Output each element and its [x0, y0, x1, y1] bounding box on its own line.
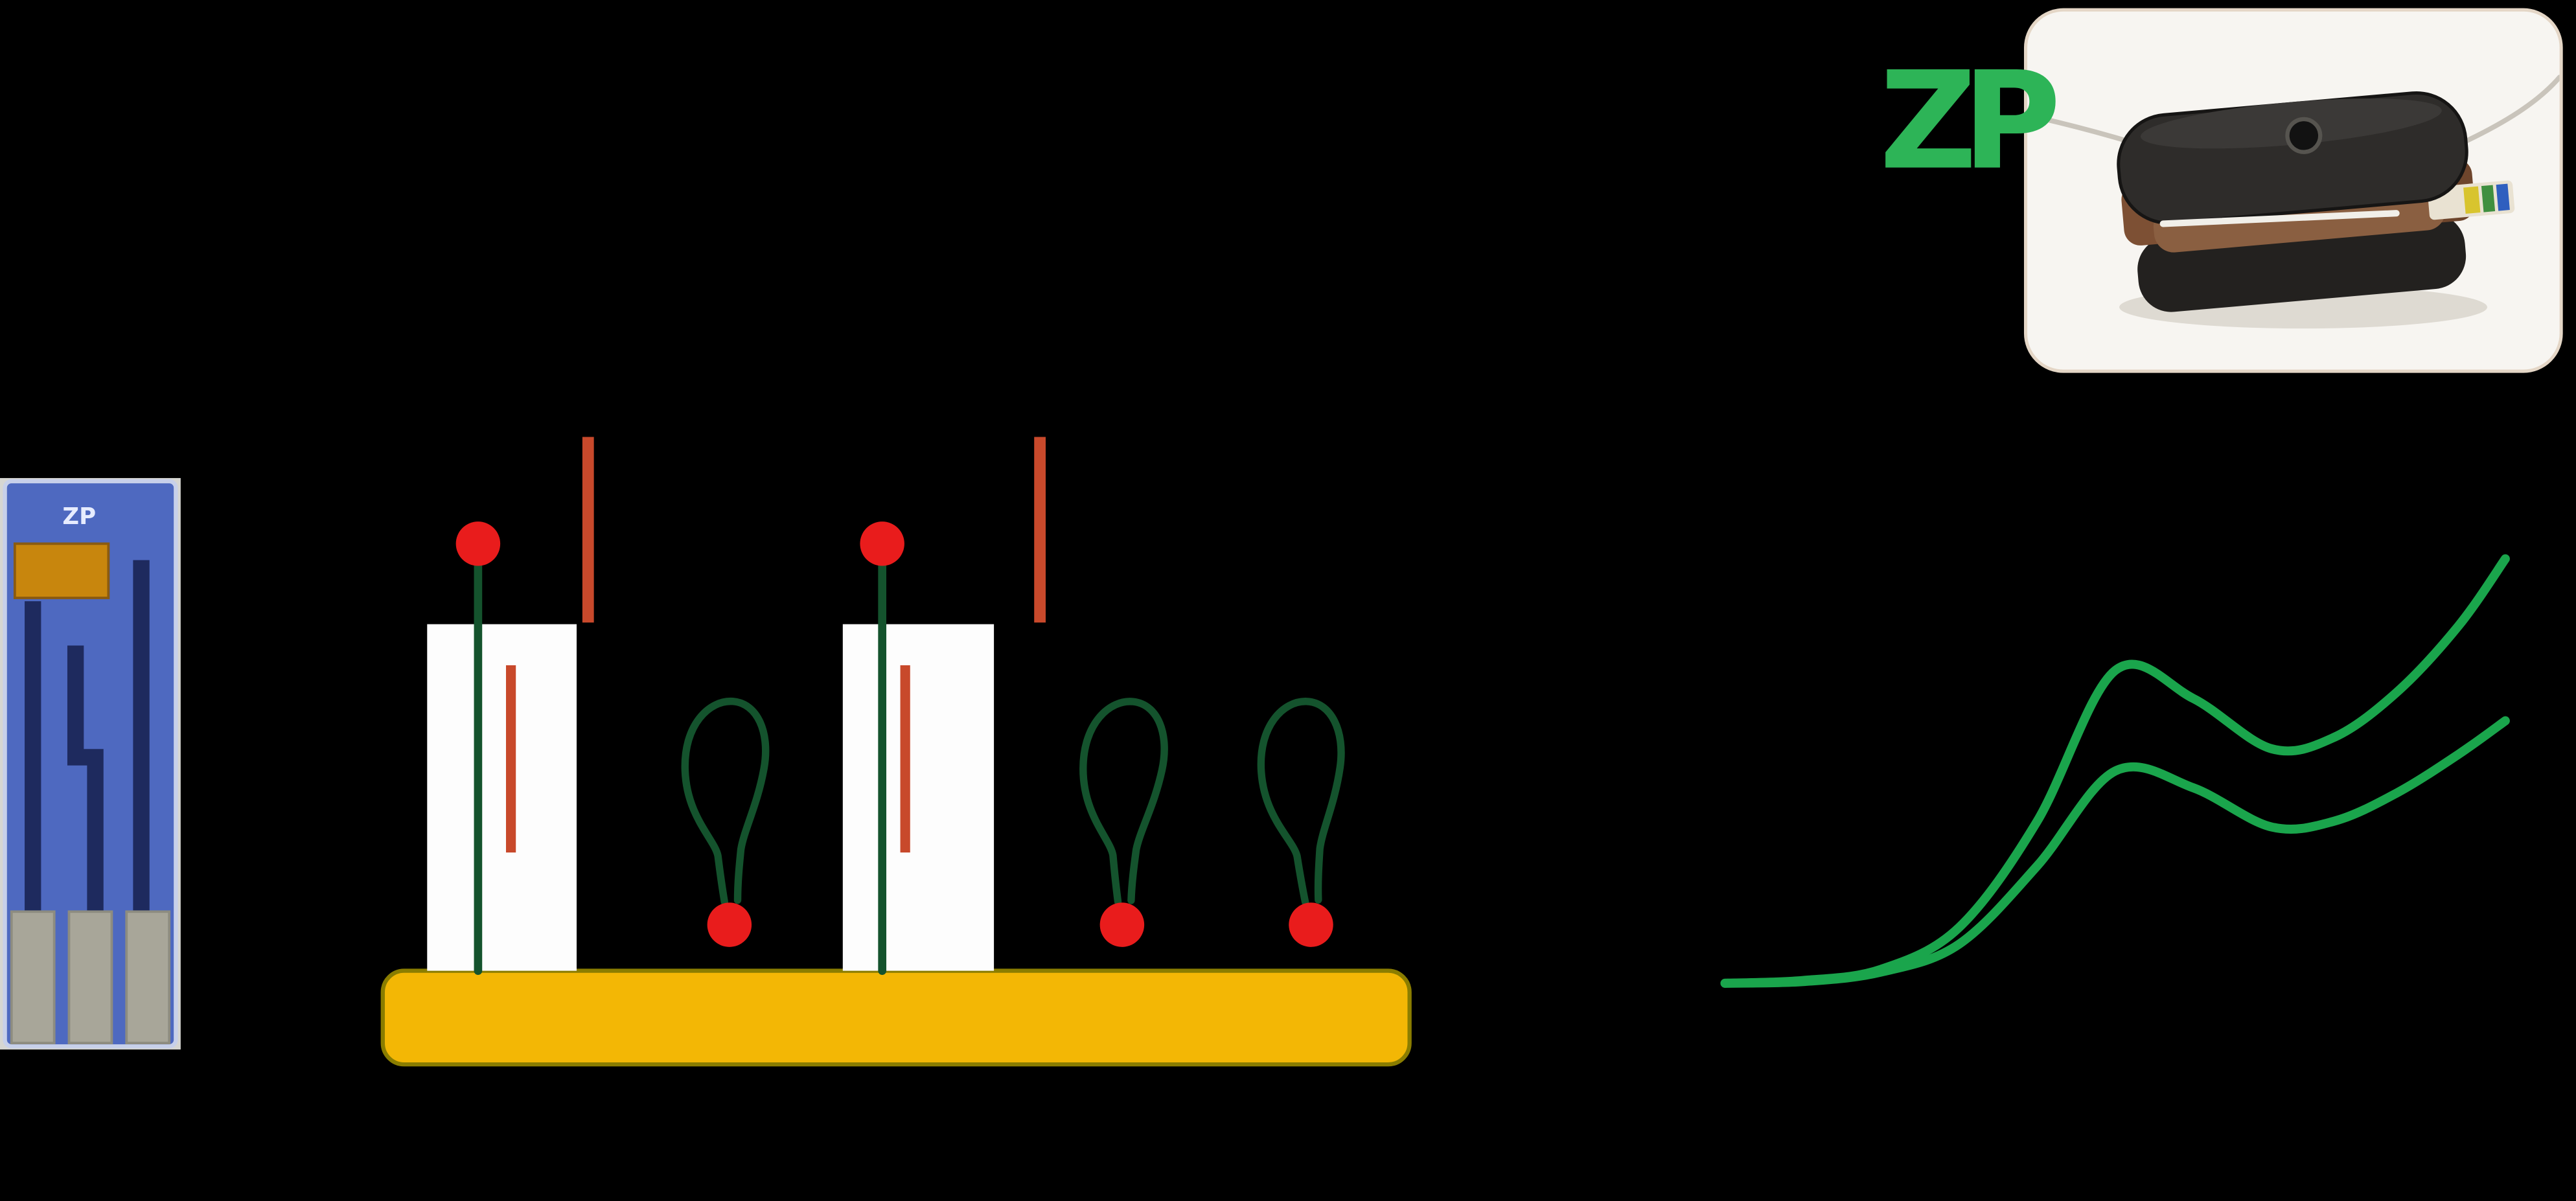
strip-pad-left: [10, 910, 56, 1045]
blocking-layer-right: [842, 624, 995, 971]
usb-cable-right: [2445, 74, 2560, 152]
hairpin-loop: [681, 698, 770, 906]
potentiostat-device: [2117, 91, 2515, 312]
reader-device-photo: [2023, 8, 2563, 373]
strip-trace-middle: [67, 645, 104, 915]
hairpin-probe-2: [1079, 698, 1168, 947]
redox-label: [455, 521, 501, 566]
test-strip-stripe-blue: [2496, 183, 2510, 211]
sensor-strip-photo: ZP: [0, 477, 181, 1050]
test-strip-stripe-green: [2481, 185, 2496, 212]
redox-label: [860, 521, 904, 566]
strip-brand-label: ZP: [62, 503, 96, 530]
hairpin-loop: [1079, 698, 1168, 906]
blocking-layer-left: [427, 624, 577, 971]
strip-contact-pads: [10, 910, 171, 1045]
redox-label: [1099, 902, 1145, 947]
reader-device-art: [2031, 74, 2560, 329]
device-port-hole: [2285, 117, 2323, 154]
gold-electrode: [380, 968, 1412, 1067]
strip-pad-right: [125, 910, 171, 1045]
strip-pad-middle: [67, 910, 113, 1045]
strip-gold-pad: [13, 542, 110, 599]
zp-logo: ZP: [1879, 44, 2061, 201]
hairpin-probe-3: [1257, 698, 1345, 947]
hairpin-probe-1: [681, 698, 770, 947]
hairpin-loop: [1257, 698, 1345, 906]
redox-label: [1289, 902, 1333, 947]
device-led-strip: [2159, 210, 2400, 227]
voltammogram-chart: [1720, 554, 2510, 988]
test-strip-stripe-yellow: [2463, 186, 2481, 214]
redox-label: [707, 902, 752, 947]
sensor-strip-art: ZP: [0, 477, 181, 1050]
swv-curve-low-response: [1720, 716, 2510, 988]
strip-electrode-traces: [25, 560, 150, 915]
linear-probe-right: [860, 521, 904, 975]
linear-probe-left: [455, 521, 501, 975]
